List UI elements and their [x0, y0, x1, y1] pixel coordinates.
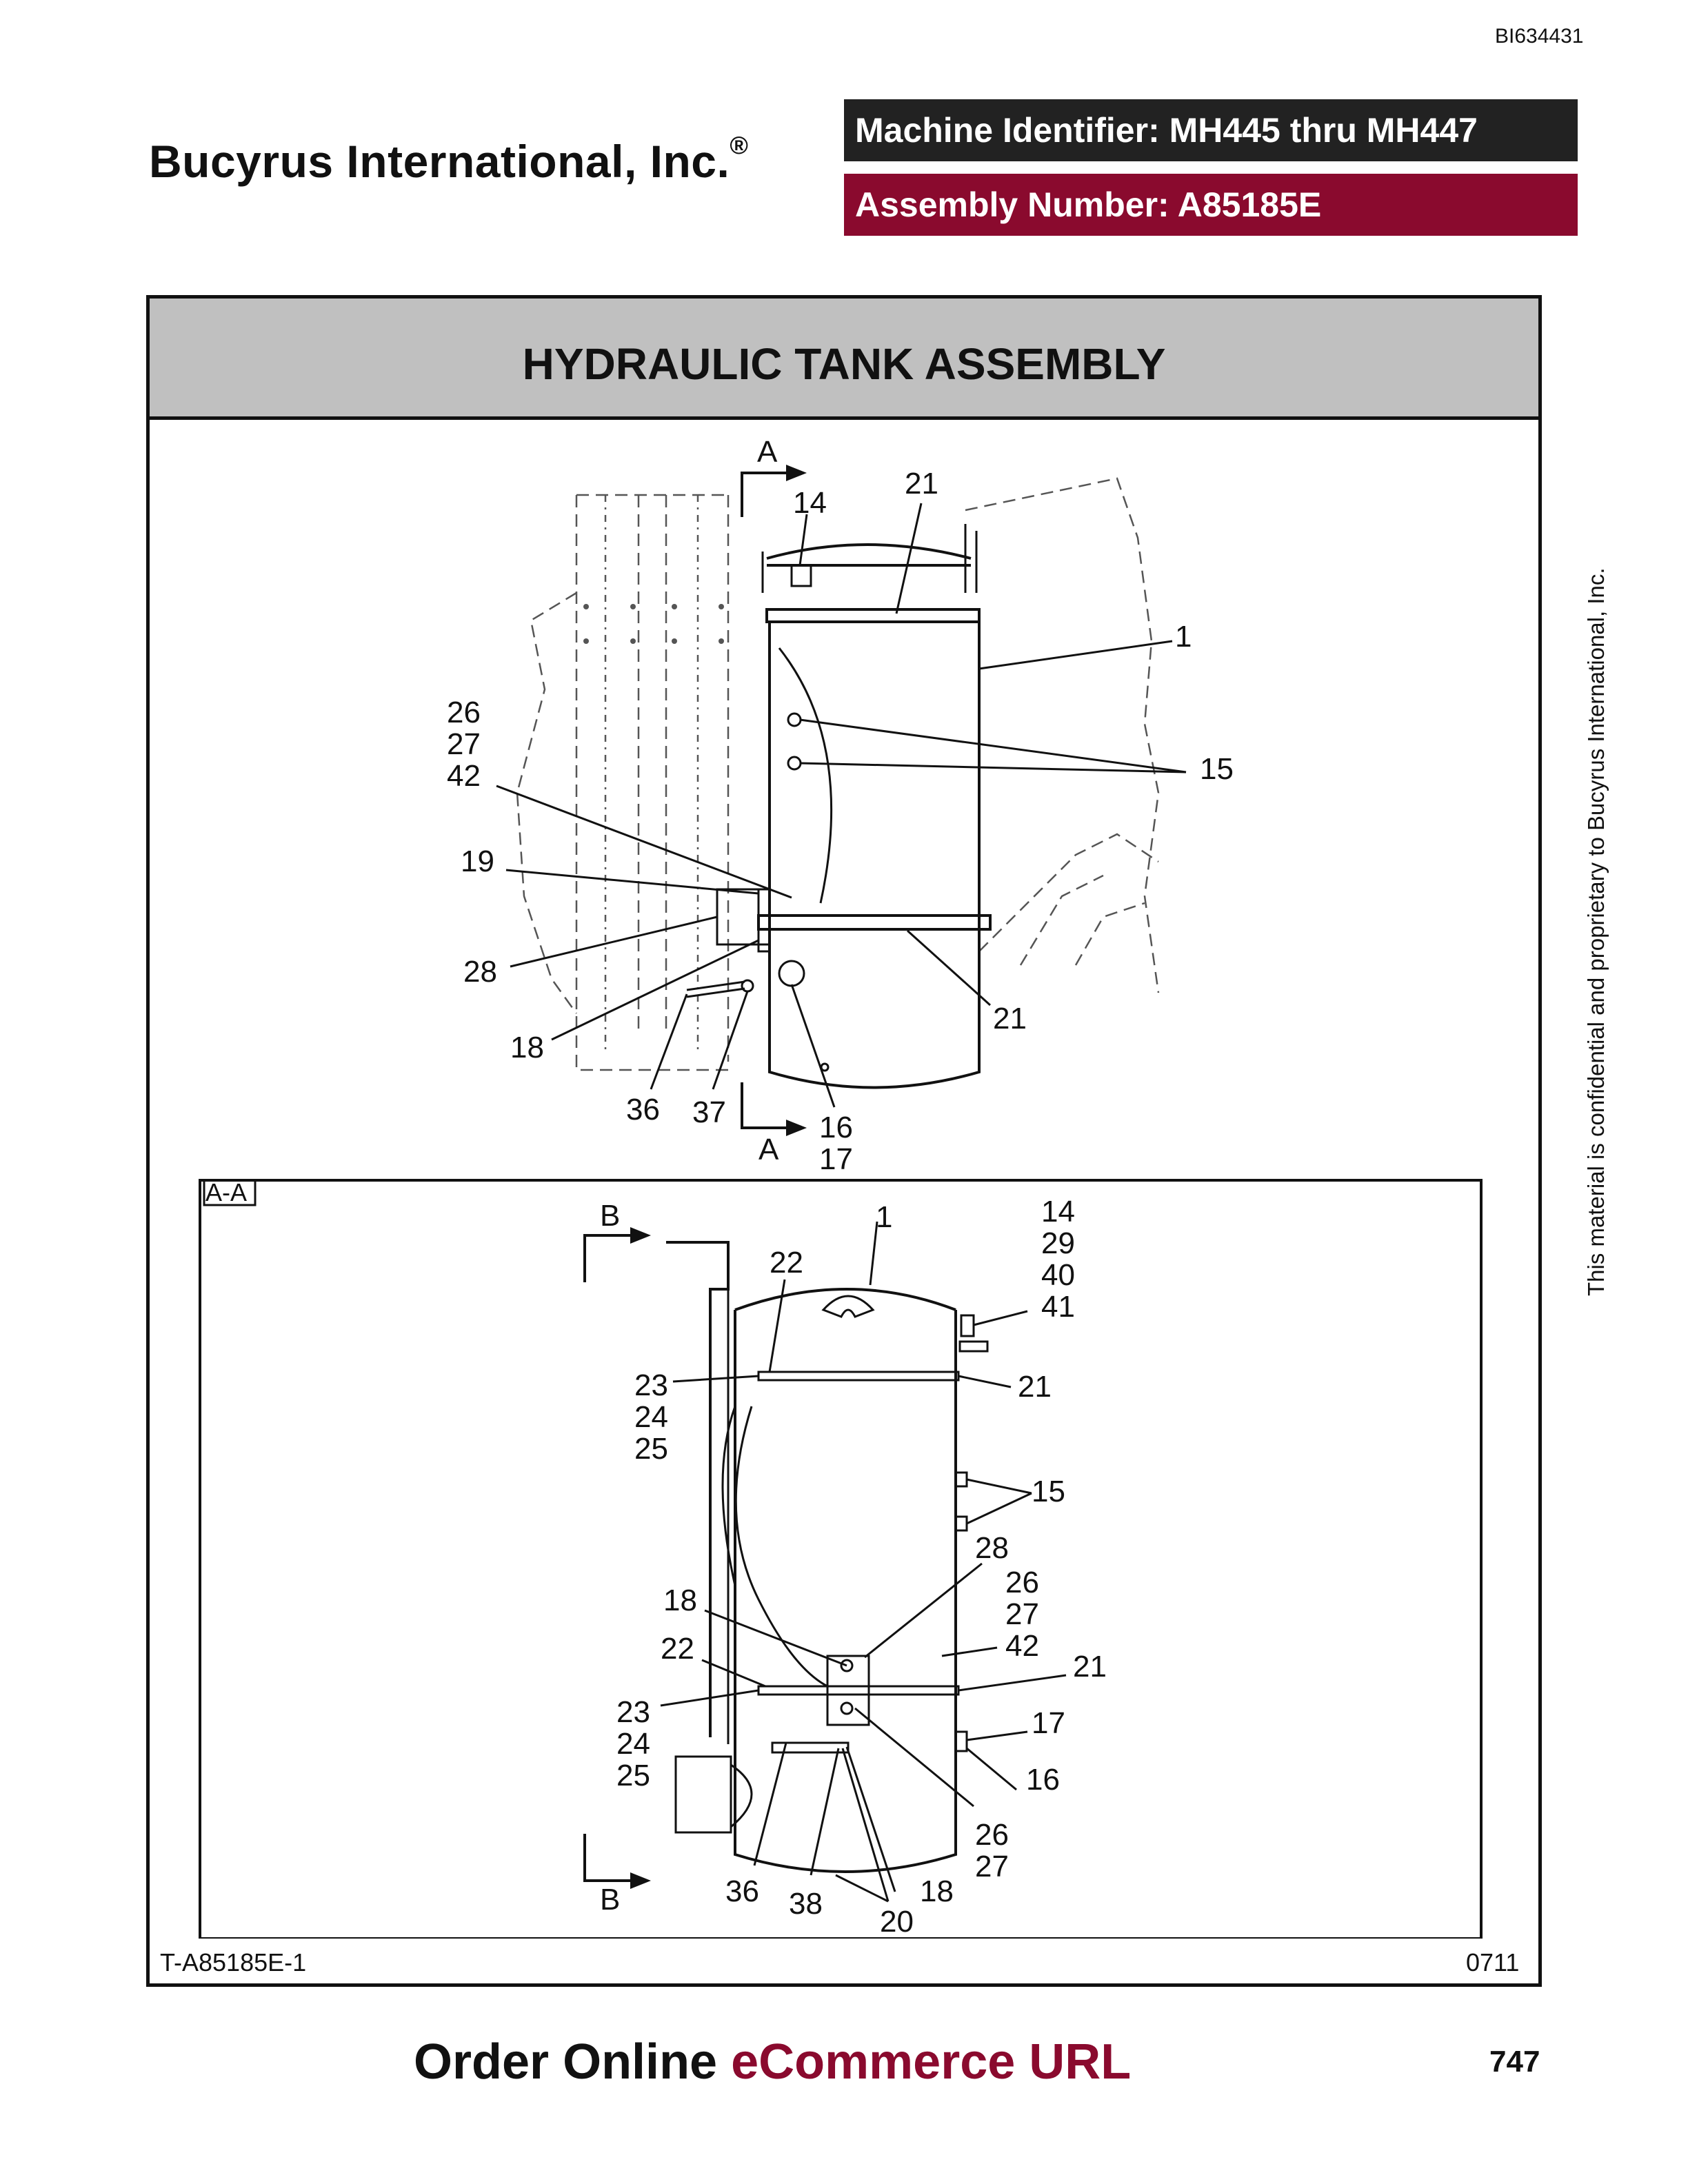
section-aa-leaders	[660, 1221, 1067, 1903]
aa-callout-23-top: 23	[634, 1368, 668, 1402]
callout-27: 27	[447, 727, 481, 761]
upper-view: A 14 21 1 15 26 27 42 19 28 18 21 36 37 …	[447, 435, 1234, 1176]
ecommerce-link[interactable]: eCommerce URL	[731, 2034, 1132, 2090]
company-name: Bucyrus International, Inc.®	[149, 131, 748, 188]
aa-callout-21-mid: 21	[1073, 1650, 1107, 1684]
aa-callout-1: 1	[876, 1200, 892, 1234]
revision-code: 0711	[1466, 1948, 1520, 1976]
aa-callout-26-mid: 26	[1005, 1566, 1039, 1599]
aa-callout-40: 40	[1041, 1258, 1075, 1292]
aa-callout-24-top: 24	[634, 1400, 668, 1434]
callout-37: 37	[692, 1095, 726, 1129]
aa-callout-27-mid: 27	[1005, 1597, 1039, 1631]
phantom-frame-structure	[516, 477, 1160, 1071]
aa-callout-42: 42	[1005, 1629, 1039, 1663]
callout-42: 42	[447, 759, 481, 793]
document-id: BI634431	[1495, 25, 1584, 48]
aa-callout-25-top: 25	[634, 1432, 668, 1466]
section-b-bottom-label: B	[600, 1883, 620, 1917]
callout-21-mid: 21	[993, 1002, 1027, 1035]
aa-callout-24-bot: 24	[616, 1727, 650, 1761]
aa-callout-25-bot: 25	[616, 1759, 650, 1792]
callout-18: 18	[510, 1031, 544, 1064]
tank-body-side-view	[686, 524, 992, 1089]
callout-36: 36	[626, 1093, 660, 1126]
callout-16: 16	[819, 1111, 853, 1144]
registered-mark: ®	[730, 131, 749, 159]
aa-callout-28: 28	[975, 1531, 1009, 1565]
callout-14: 14	[793, 486, 827, 520]
callout-17: 17	[819, 1142, 853, 1176]
aa-callout-20: 20	[880, 1905, 914, 1939]
aa-callout-26-bot: 26	[975, 1818, 1009, 1852]
hydraulic-tank-drawing: A 14 21 1 15 26 27 42 19 28 18 21 36 37 …	[199, 435, 1483, 1939]
assembly-number-bar: Assembly Number: A85185E	[844, 174, 1578, 236]
company-name-text: Bucyrus International, Inc.	[149, 136, 730, 187]
aa-callout-38: 38	[789, 1887, 823, 1921]
title-band: HYDRAULIC TANK ASSEMBLY	[150, 299, 1538, 420]
section-a-arrows	[741, 465, 807, 1136]
upper-leaders	[496, 503, 1187, 1108]
aa-callout-29: 29	[1041, 1226, 1075, 1260]
aa-callout-36: 36	[725, 1874, 759, 1908]
figure-code: T-A85185E-1	[160, 1948, 307, 1976]
callout-21-top: 21	[905, 467, 938, 501]
aa-callout-18-bot: 18	[920, 1874, 954, 1908]
section-aa-label: A-A	[205, 1178, 247, 1206]
order-online-prefix: Order Online	[414, 2034, 732, 2090]
section-a-top-label: A	[757, 435, 778, 469]
aa-callout-22-mid: 22	[661, 1632, 694, 1666]
confidentiality-note: This material is confidential and propri…	[1583, 567, 1609, 1296]
aa-callout-27-bot: 27	[975, 1850, 1009, 1883]
section-b-top-label: B	[600, 1199, 620, 1233]
aa-callout-18-mid: 18	[663, 1584, 697, 1617]
order-online-banner[interactable]: Order Online eCommerce URL	[414, 2034, 1131, 2090]
callout-15: 15	[1200, 752, 1234, 786]
section-b-arrows	[583, 1227, 651, 1889]
drawing-frame	[146, 295, 1542, 1987]
callout-28: 28	[463, 955, 497, 989]
page-title: HYDRAULIC TANK ASSEMBLY	[522, 339, 1166, 389]
callout-1: 1	[1175, 620, 1192, 654]
section-aa-view: A-A	[199, 1178, 1483, 1939]
machine-identifier-bar: Machine Identifier: MH445 thru MH447	[844, 99, 1578, 161]
aa-callout-22-top: 22	[770, 1246, 803, 1280]
section-a-bottom-label: A	[758, 1133, 779, 1166]
aa-callout-15: 15	[1032, 1475, 1065, 1508]
page-number: 747	[1489, 2045, 1540, 2079]
callout-26: 26	[447, 696, 481, 729]
aa-callout-21-top: 21	[1018, 1370, 1052, 1404]
aa-callout-17: 17	[1032, 1706, 1065, 1740]
aa-callout-14: 14	[1041, 1195, 1075, 1228]
aa-callout-23-bot: 23	[616, 1695, 650, 1729]
aa-callout-16: 16	[1026, 1763, 1060, 1797]
aa-callout-41: 41	[1041, 1290, 1075, 1324]
callout-19: 19	[461, 845, 494, 878]
